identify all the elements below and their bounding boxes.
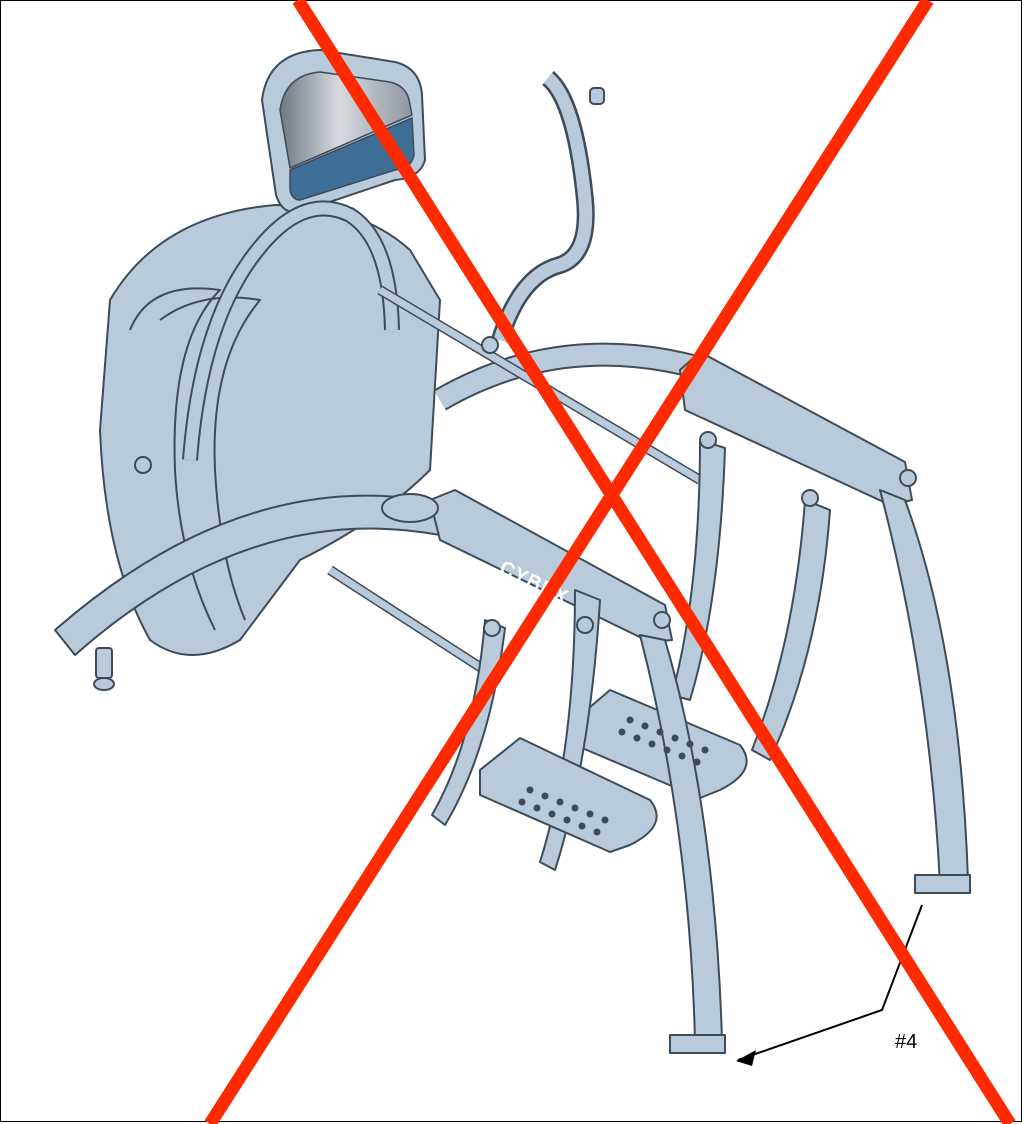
left-rear-foot-plate [669,1034,726,1054]
pivot-bolt [801,489,819,507]
pivot-bolt [653,611,671,629]
pivot-bolt [481,336,499,354]
pivot-bolt [576,616,594,634]
pedal-tread-pattern [518,716,709,836]
left-arm-housing [429,489,673,643]
pivot-bolt [899,469,917,487]
arrow-icon [736,1050,756,1066]
right-foot-pedal [574,689,748,799]
cup-holder [381,493,439,523]
pivot-bolt [134,456,152,474]
pivot-bolt [699,431,717,449]
right-rear-foot-plate [914,874,971,894]
cross-out-mark [204,0,1016,1124]
left-front-leg [539,589,601,871]
pivot-bolt [483,619,501,637]
right-rear-leg [879,489,969,886]
arrow-icon [737,904,923,1061]
console-screen [279,71,413,169]
front-foot [95,647,113,679]
left-foot-pedal [479,737,658,853]
handle-grip-cap [589,87,605,105]
callout-label: #4 [895,1031,917,1053]
right-front-leg [751,499,831,761]
